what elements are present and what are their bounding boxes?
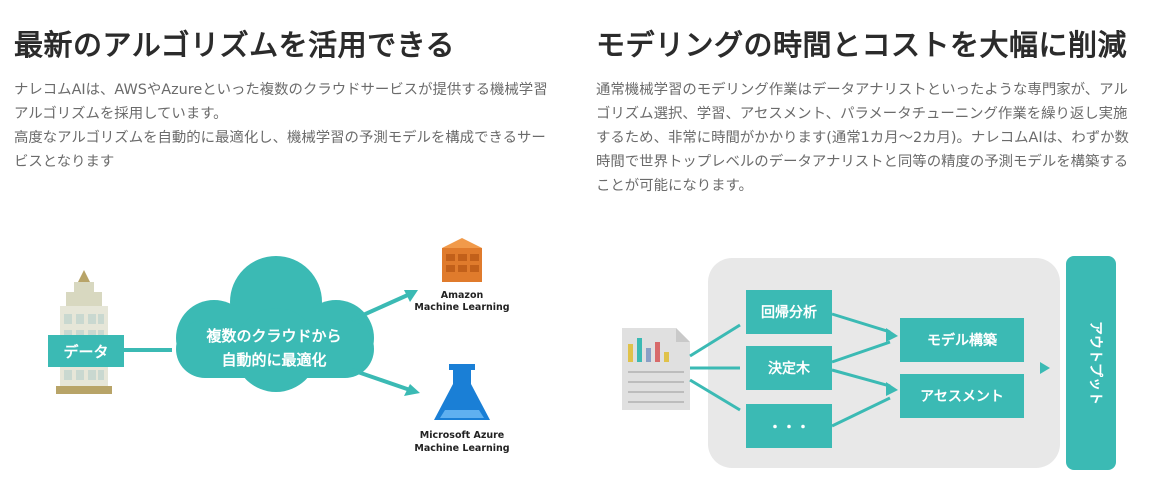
algo-arrowheads <box>886 328 898 396</box>
model-build-box: モデル構築 <box>900 318 1024 362</box>
data-label: データ <box>63 343 108 361</box>
azure-label-2: Machine Learning <box>414 443 509 454</box>
arrow-to-azure <box>351 368 420 396</box>
output-box: アウトプット <box>1066 256 1116 470</box>
cloud-label-line1: 複数のクラウドから <box>205 327 341 345</box>
svg-text:アセスメント: アセスメント <box>920 389 1004 405</box>
svg-text:・・・: ・・・ <box>768 420 810 436</box>
section-heading-algorithms: 最新のアルゴリズムを活用できる <box>14 28 456 62</box>
azure-ml-flask-icon: Microsoft Azure Machine Learning <box>414 364 510 454</box>
paragraph-1: ナレコムAIは、AWSやAzureといった複数のクラウドサービスが提供する機械学… <box>14 82 548 122</box>
svg-text:回帰分析: 回帰分析 <box>761 304 817 321</box>
amazon-label-2: Machine Learning <box>414 302 509 313</box>
paragraph-1: 通常機械学習のモデリング作業はデータアナリストといったような専門家が、アルゴリズ… <box>596 82 1129 194</box>
data-sheet-icon <box>622 328 690 410</box>
algo-box-regression: 回帰分析 <box>746 290 832 334</box>
arrow-to-output <box>1040 362 1050 374</box>
modeling-flow-diagram: 回帰分析 決定木 ・・・ モデル構築 アセスメント <box>580 210 1149 501</box>
building-icon <box>56 270 112 394</box>
svg-text:決定木: 決定木 <box>768 360 811 377</box>
arrow-to-amazon <box>351 290 418 322</box>
paragraph-2: 高度なアルゴリズムを自動的に最適化し、機械学習の予測モデルを構成できるサービスと… <box>14 130 546 170</box>
algo-box-decision-tree: 決定木 <box>746 346 832 390</box>
svg-text:モデル構築: モデル構築 <box>927 332 998 349</box>
cloud-optimization-diagram: データ 複数のクラウドから 自動的に最適化 <box>0 210 580 501</box>
algo-arrows <box>831 312 891 428</box>
amazon-ml-icon: Amazon Machine Learning <box>414 238 510 313</box>
azure-label-1: Microsoft Azure <box>420 430 505 441</box>
output-label: アウトプット <box>1087 321 1103 405</box>
input-arrows <box>689 323 741 412</box>
section-body-cost: 通常機械学習のモデリング作業はデータアナリストといったような専門家が、アルゴリズ… <box>596 78 1141 198</box>
amazon-label-1: Amazon <box>441 290 484 301</box>
cloud-label-line2: 自動的に最適化 <box>221 351 326 369</box>
cloud-shape: 複数のクラウドから 自動的に最適化 <box>176 256 374 392</box>
data-label-box: データ <box>48 335 124 367</box>
section-body-algorithms: ナレコムAIは、AWSやAzureといった複数のクラウドサービスが提供する機械学… <box>14 78 554 174</box>
section-heading-cost: モデリングの時間とコストを大幅に削減 <box>596 28 1128 62</box>
assessment-box: アセスメント <box>900 374 1024 418</box>
algo-box-more: ・・・ <box>746 404 832 448</box>
